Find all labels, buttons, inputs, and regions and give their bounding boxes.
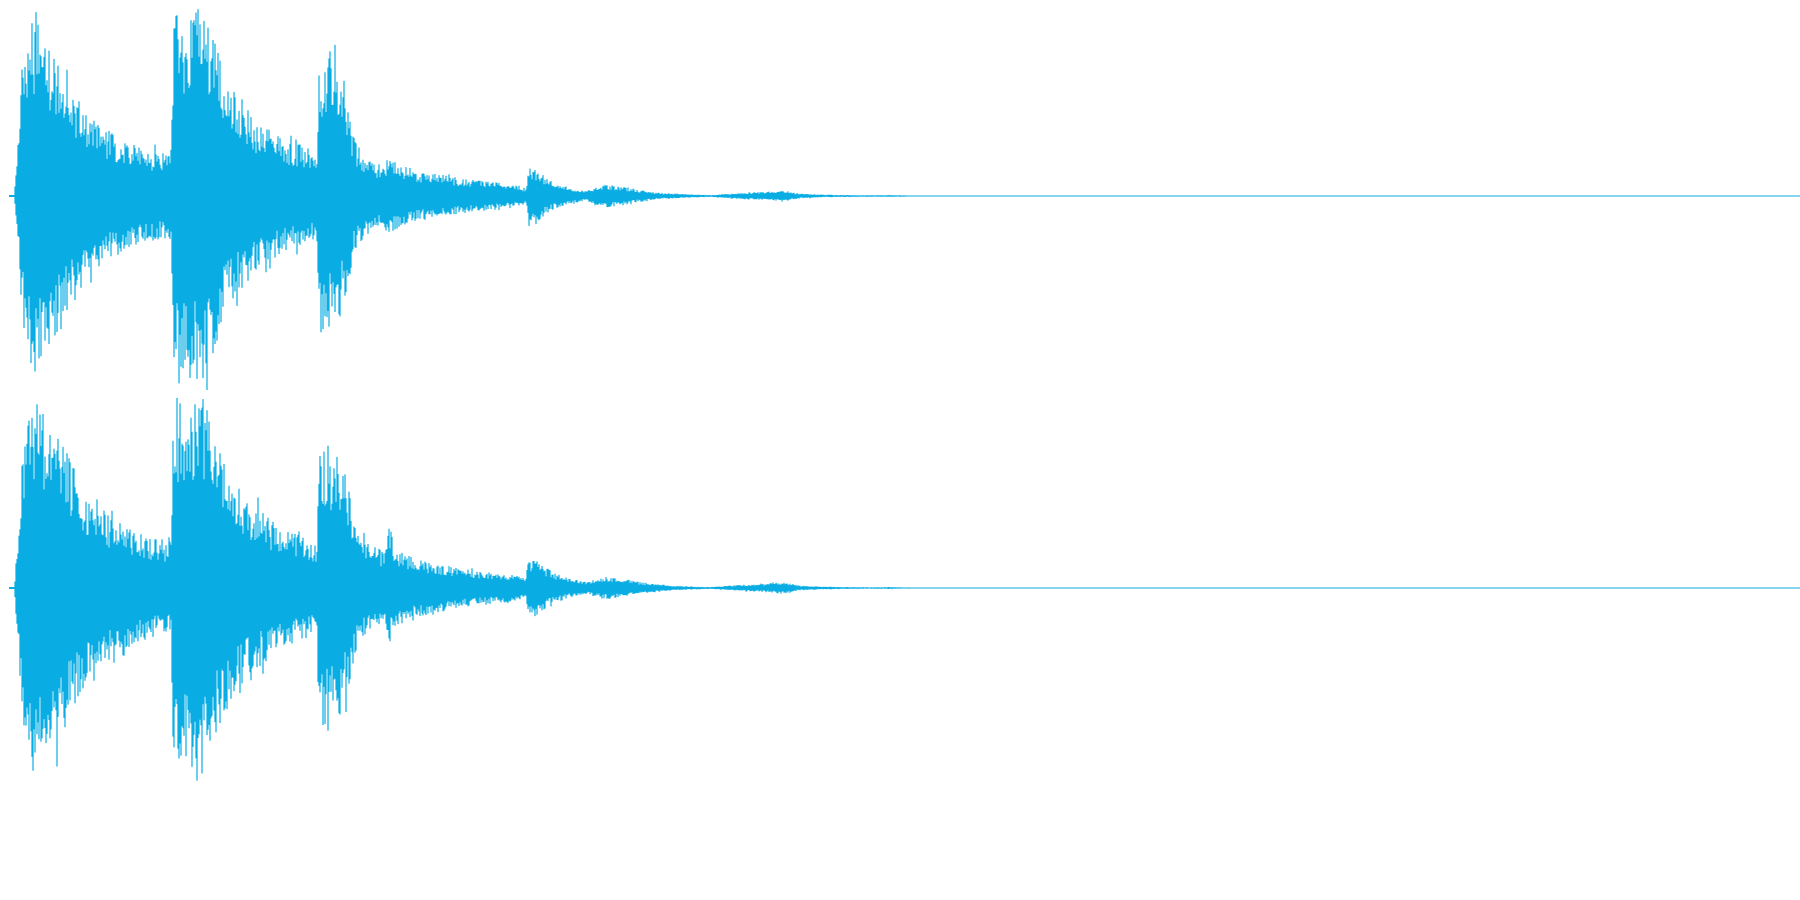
waveform-amplitude [14,9,953,390]
waveform-channel-2 [9,397,1800,781]
waveform-amplitude [14,397,953,781]
waveform-channel-1 [9,9,1800,390]
